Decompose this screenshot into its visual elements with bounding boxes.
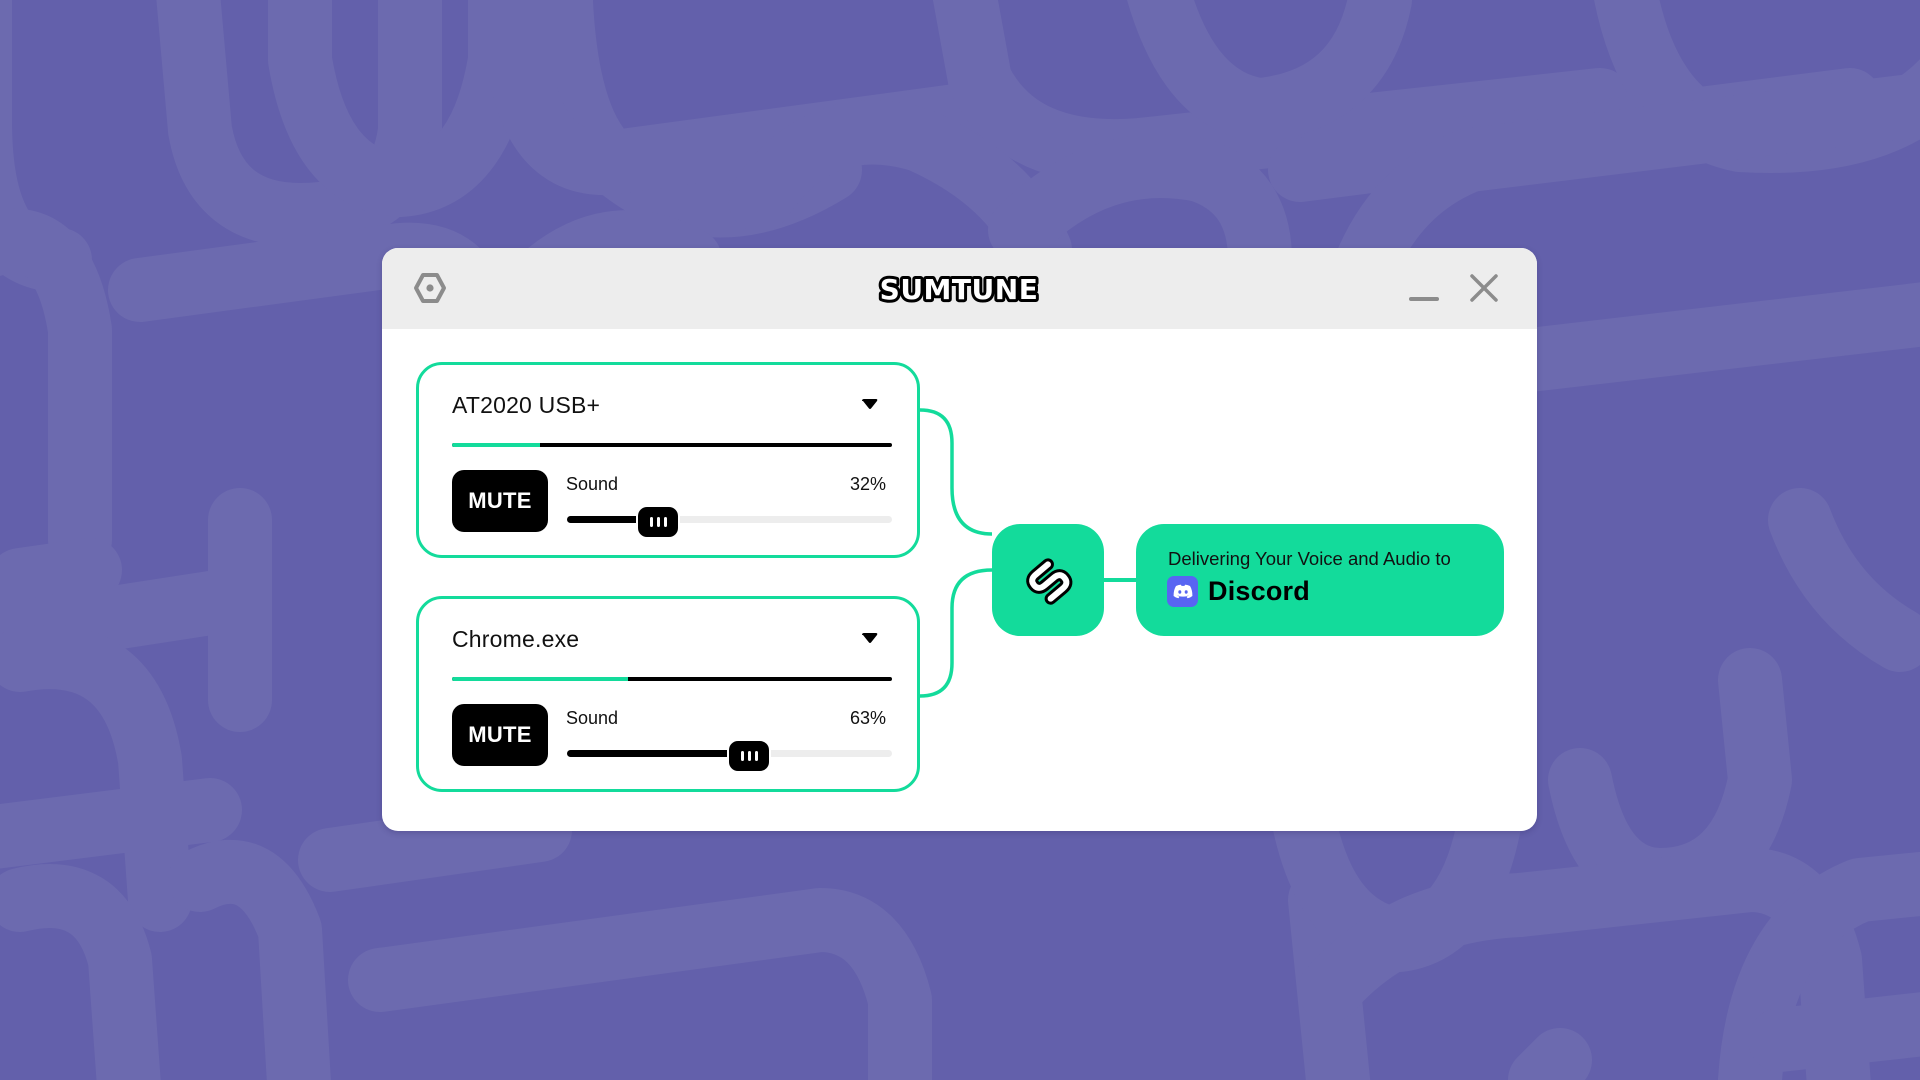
sound-label: Sound (566, 708, 619, 728)
sumtune-s-logo-icon (1026, 558, 1073, 605)
sound-label: Sound (566, 474, 619, 494)
caret-down-icon[interactable] (861, 399, 879, 410)
app-logo: SUMTUNE (872, 270, 1047, 309)
title-bar[interactable]: SUMTUNE (382, 248, 1537, 329)
volume-slider[interactable] (567, 739, 892, 773)
level-meter-fill (452, 443, 540, 447)
output-destination-card[interactable]: Delivering Your Voice and Audio to Disco… (1136, 524, 1504, 636)
sumtune-hub (992, 524, 1104, 636)
mute-button[interactable]: MUTE (452, 470, 548, 532)
hexagon-gear-icon (414, 273, 446, 303)
slider-track (567, 516, 892, 523)
caret-down-icon[interactable] (861, 633, 879, 644)
input-card-at2020: AT2020 USB+ MUTE Sound 32% (416, 362, 920, 558)
slider-fill (567, 750, 749, 757)
slider-thumb-grip-icon[interactable] (636, 505, 680, 539)
routing-connector-lines (920, 408, 993, 698)
hub-output-connector (1104, 578, 1136, 582)
device-select-label[interactable]: AT2020 USB+ (452, 392, 601, 418)
app-window: SUMTUNE AT2020 USB+ MUTE Sound 32% (382, 248, 1537, 831)
close-icon (1470, 274, 1498, 302)
minimize-icon (1409, 297, 1439, 301)
mute-button[interactable]: MUTE (452, 704, 548, 766)
output-target-name: Discord (1208, 576, 1310, 606)
volume-percent: 32% (849, 474, 886, 494)
volume-slider[interactable] (567, 505, 892, 539)
close-button[interactable] (1467, 270, 1501, 306)
level-meter (452, 443, 892, 447)
slider-fill (567, 516, 658, 523)
slider-thumb-grip-icon[interactable] (727, 739, 771, 773)
output-caption: Delivering Your Voice and Audio to (1168, 548, 1451, 569)
input-card-chrome: Chrome.exe MUTE Sound 63% (416, 596, 920, 792)
volume-percent: 63% (849, 708, 886, 728)
device-select-label[interactable]: Chrome.exe (452, 626, 580, 652)
level-meter (452, 677, 892, 681)
settings-button[interactable] (412, 270, 448, 306)
level-meter-fill (452, 677, 628, 681)
output-target: Discord (1167, 576, 1310, 607)
svg-text:SUMTUNE: SUMTUNE (880, 273, 1039, 306)
minimize-button[interactable] (1407, 270, 1441, 306)
discord-icon (1167, 576, 1198, 607)
